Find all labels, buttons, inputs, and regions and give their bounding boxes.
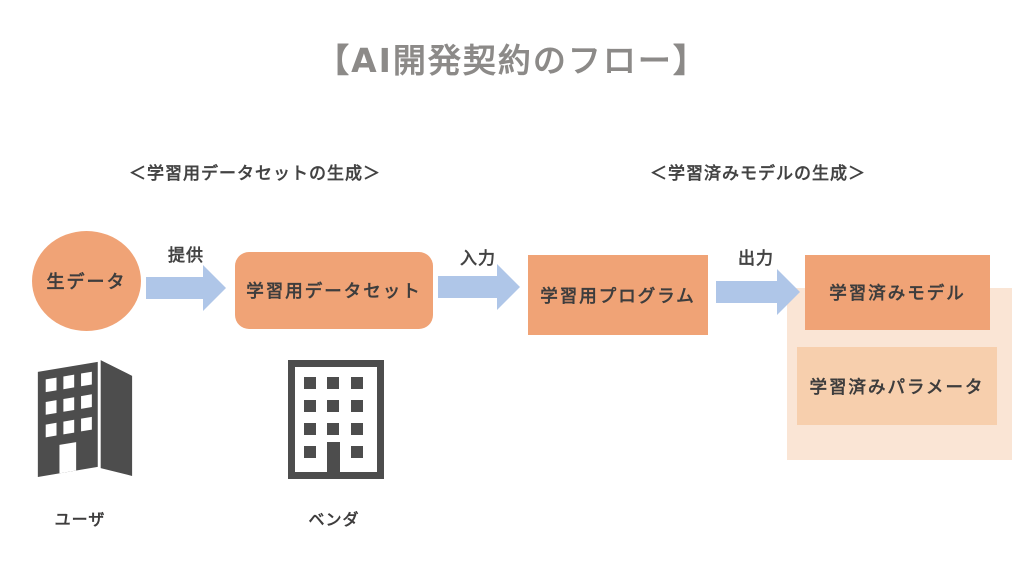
node-raw-data-label: 生データ xyxy=(46,272,127,293)
actor-label-user: ユーザ xyxy=(54,510,106,529)
flow-arrow-icon xyxy=(716,269,800,315)
node-trained-model: 学習済みモデル xyxy=(805,255,990,330)
arrow-label-provide: 提供 xyxy=(168,246,204,266)
actor-label-vendor: ベンダ xyxy=(308,510,360,529)
node-trained-parameters: 学習済みパラメータ xyxy=(797,347,997,425)
node-training-dataset: 学習用データセット xyxy=(235,252,433,329)
node-raw-data: 生データ xyxy=(32,231,141,331)
node-training-program: 学習用プログラム xyxy=(528,255,708,335)
section-header-dataset-generation: ＜学習用データセットの生成＞ xyxy=(129,164,381,184)
building-outline-icon xyxy=(288,360,384,479)
arrow-label-output: 出力 xyxy=(738,249,774,269)
flow-arrow-icon xyxy=(438,264,520,310)
building-3d-icon xyxy=(37,360,133,477)
node-trained-model-label: 学習済みモデル xyxy=(829,284,966,304)
node-training-dataset-label: 学習用データセット xyxy=(246,282,422,302)
section-header-model-generation: ＜学習済みモデルの生成＞ xyxy=(650,164,866,184)
page-title: 【AI開発契約のフロー】 xyxy=(316,41,708,80)
arrow-label-input: 入力 xyxy=(460,249,496,269)
flow-arrow-icon xyxy=(146,265,226,311)
node-trained-parameters-label: 学習済みパラメータ xyxy=(809,377,985,398)
node-training-program-label: 学習用プログラム xyxy=(540,286,696,307)
